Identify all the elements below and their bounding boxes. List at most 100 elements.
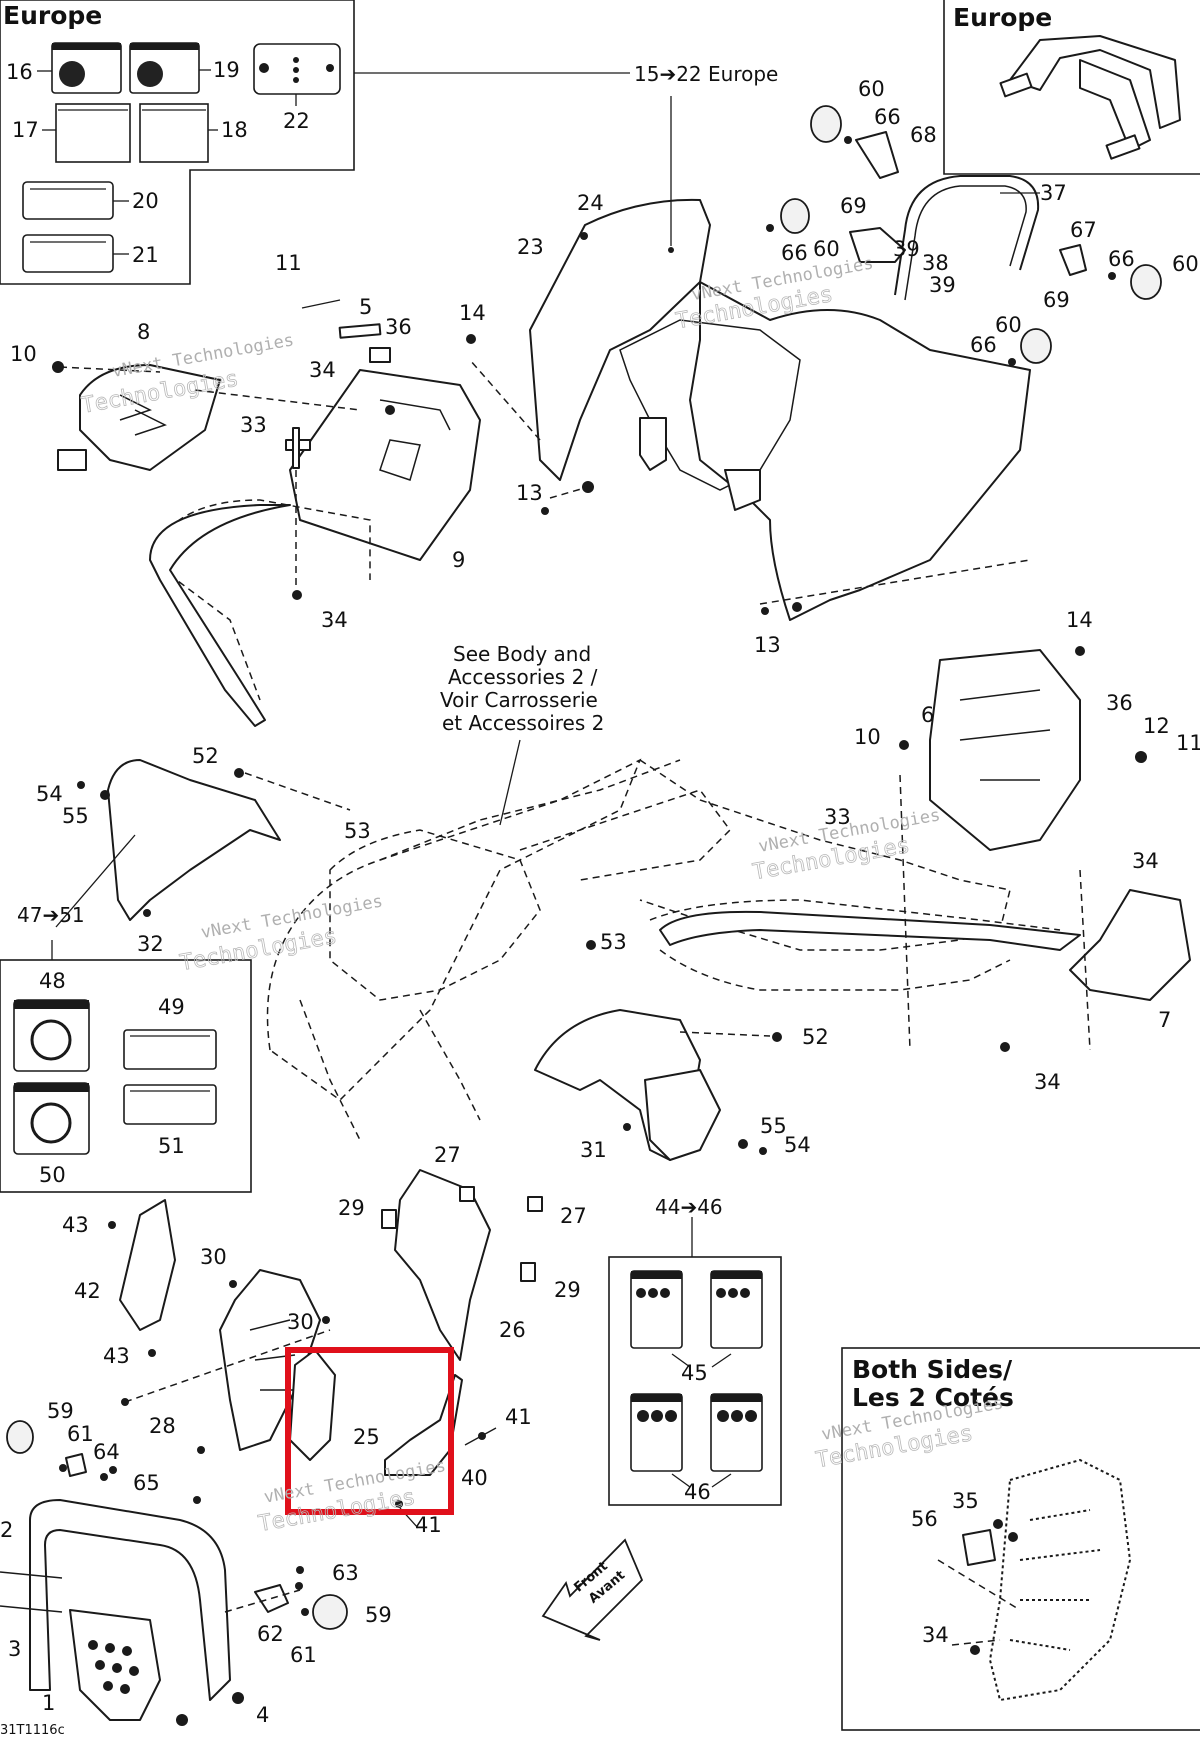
- washer-12: [1135, 751, 1147, 763]
- guard-part-25: [289, 1349, 336, 1461]
- europe-decal-box-left: Europe 16 19 17 18: [0, 0, 630, 285]
- callout-17: 17: [12, 118, 39, 142]
- frame-front-inner: [329, 829, 541, 1001]
- bracket-64: [65, 1453, 87, 1477]
- callout-69: 69: [840, 194, 867, 218]
- decal-49: [123, 1029, 217, 1070]
- callout-46: 46: [684, 1480, 711, 1504]
- leader-41: [464, 1427, 497, 1446]
- bolt-66: [766, 224, 774, 232]
- decal-46-header: [711, 1394, 762, 1402]
- bolt-31: [623, 1123, 631, 1131]
- carrier-9: [289, 369, 481, 561]
- bolt-5: [338, 323, 382, 339]
- front-direction-arrow: Front Avant: [541, 1538, 644, 1641]
- nut-52: [772, 1032, 782, 1042]
- bolt-61: [301, 1608, 309, 1616]
- spacer-36: [369, 347, 391, 363]
- callout-30: 30: [287, 1310, 314, 1334]
- decal-50-header: [14, 1083, 89, 1092]
- skid-plate-hole: [95, 1660, 105, 1670]
- bracket-56: [962, 1529, 996, 1566]
- callout-50: 50: [39, 1163, 66, 1187]
- leader-45: [711, 1353, 732, 1368]
- decal-box-44-46: 44➔46 45 46: [608, 1195, 782, 1506]
- assembly-line: [899, 774, 911, 1051]
- callout-66: 66: [781, 241, 808, 265]
- bolt-30: [229, 1280, 237, 1288]
- decal-46: [710, 1393, 763, 1472]
- decal-50-symbol: [30, 1102, 72, 1144]
- callout-29: 29: [554, 1278, 581, 1302]
- front-fenders: 54 55 52 53 47➔51 32 53 52 31 55 54: [17, 744, 829, 1162]
- decal-45-header: [711, 1271, 762, 1279]
- callout-63: 63: [332, 1561, 359, 1585]
- decal-19-header: [130, 43, 199, 50]
- callout-52: 52: [192, 744, 219, 768]
- highlight-frame[interactable]: [285, 1347, 454, 1515]
- callout-60: 60: [995, 313, 1022, 337]
- assembly-line: [194, 389, 361, 411]
- callout-33: 33: [240, 413, 267, 437]
- callout-48: 48: [39, 969, 66, 993]
- callout-3: 3: [8, 1637, 21, 1661]
- nut-34: [970, 1645, 980, 1655]
- callout-10: 10: [854, 725, 881, 749]
- skid-plate-hole: [103, 1681, 113, 1691]
- skid-plate-hole: [112, 1663, 122, 1673]
- protector-7: [1069, 889, 1191, 1001]
- frame-rail-left: [149, 504, 291, 727]
- callout-26: 26: [499, 1318, 526, 1342]
- bolt-2: [0, 1571, 63, 1579]
- bolt-28: [193, 1496, 201, 1504]
- bolt-24: [580, 232, 588, 240]
- decal-46-dot: [745, 1410, 757, 1422]
- callout-33: 33: [824, 805, 851, 829]
- decal-17: [55, 103, 131, 163]
- decal-box-48-51: 48 49 50 51: [0, 959, 252, 1193]
- decal-48-header: [14, 1000, 89, 1009]
- les-2-cotes-title: Les 2 Cotés: [852, 1383, 1014, 1412]
- fender-right-liner: [644, 1069, 721, 1161]
- leader-47-51: [55, 834, 136, 928]
- nut-34: [1000, 1042, 1010, 1052]
- note-see-body-2: Accessories 2 /: [448, 665, 598, 689]
- left-rear-carrier: 10 8 11 5 36 14 34 33 9 34: [10, 251, 486, 727]
- callout-59: 59: [47, 1399, 74, 1423]
- callout-22: 22: [283, 109, 310, 133]
- assembly-line: [679, 1031, 771, 1037]
- note-see-body-4: et Accessoires 2: [442, 711, 604, 735]
- fender-left-47: [107, 759, 281, 921]
- bolt-65: [100, 1473, 108, 1481]
- bolt-32: [143, 909, 151, 917]
- skid-panel-26: [394, 1169, 491, 1361]
- bracket-68: [855, 131, 899, 179]
- callout-34: 34: [321, 608, 348, 632]
- callout-36: 36: [1106, 691, 1133, 715]
- skid-plate-hole: [122, 1646, 132, 1656]
- bolt-35: [993, 1519, 1003, 1529]
- bracket-42: [119, 1199, 176, 1331]
- bolt-13: [761, 607, 769, 615]
- bolt-28: [197, 1446, 205, 1454]
- decal-21: [22, 234, 114, 273]
- clip-27: [459, 1186, 475, 1202]
- frame-front-legs: [299, 999, 481, 1141]
- decal-45-dot: [716, 1288, 726, 1298]
- decal-16-symbol: [59, 61, 85, 87]
- callout-61: 61: [67, 1422, 94, 1446]
- callout-34: 34: [1132, 849, 1159, 873]
- callout-7: 7: [1158, 1008, 1171, 1032]
- decal-46-header: [631, 1394, 682, 1402]
- washer-55: [100, 790, 110, 800]
- frame-section-ribs: [1009, 1509, 1101, 1651]
- leader-dot: [668, 247, 674, 253]
- skid-plate-hole: [105, 1643, 115, 1653]
- callout-5: 5: [359, 295, 372, 319]
- bolt-43: [108, 1221, 116, 1229]
- callout-54: 54: [784, 1133, 811, 1157]
- frame-rail-right: [659, 910, 1081, 951]
- both-sides-title: Both Sides/: [852, 1355, 1013, 1384]
- callout-25: 25: [353, 1425, 380, 1449]
- nut-14: [466, 334, 476, 344]
